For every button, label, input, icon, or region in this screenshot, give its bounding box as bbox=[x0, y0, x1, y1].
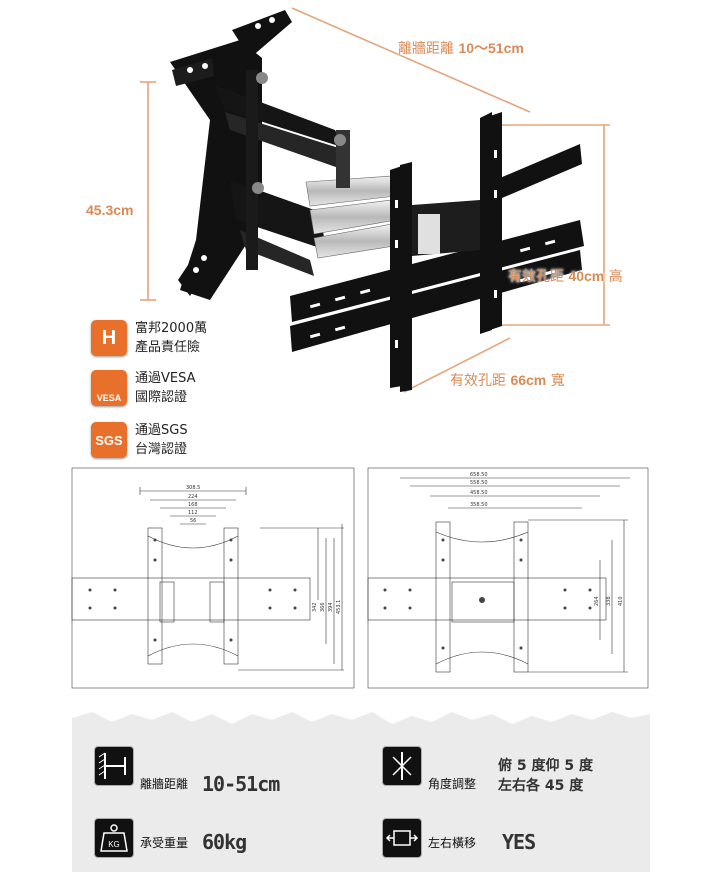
left-drawing bbox=[71, 487, 344, 671]
vesa-logo-icon: VESA bbox=[91, 370, 127, 406]
badge-insurance-line2: 產品責任險 bbox=[135, 340, 201, 355]
angle-adjust-icon bbox=[382, 746, 422, 786]
weight-kg-icon: KG bbox=[94, 818, 134, 858]
vesa-height-suffix: 高 bbox=[608, 269, 623, 285]
left-dim-top-1: 224 bbox=[188, 494, 198, 500]
angle-spec-line1: 俯 5 度仰 5 度 bbox=[498, 758, 593, 774]
weight-icon-text: KG bbox=[108, 840, 120, 849]
depth-dimension-label: 離牆距離 10～51cm bbox=[398, 38, 524, 58]
wall-plate-holes bbox=[187, 17, 275, 273]
sgs-logo-icon: SGS bbox=[91, 422, 127, 458]
dimension-lines bbox=[140, 7, 610, 393]
right-dim-top-2: 458.50 bbox=[470, 490, 488, 496]
right-dim-side-2: 410 bbox=[618, 596, 624, 606]
left-dim-top-2: 168 bbox=[188, 502, 198, 508]
vesa-height-value: 40cm bbox=[568, 268, 605, 284]
height-dimension-label: 45.3cm bbox=[86, 202, 133, 219]
badge-sgs: SGS 通過SGS 台灣認證 bbox=[91, 420, 291, 460]
load-spec-value: 60kg bbox=[202, 830, 247, 854]
badge-vesa: VESA 通過VESA 國際認證 bbox=[91, 368, 291, 408]
left-dim-side-3: 453.1 bbox=[336, 600, 342, 614]
vesa-width-value: 66cm bbox=[510, 372, 547, 388]
depth-dimension-value: 10～51cm bbox=[458, 40, 524, 56]
left-drawing-holes bbox=[88, 538, 297, 642]
left-dim-top-4: 56 bbox=[190, 518, 196, 524]
right-dim-side-1: 338 bbox=[606, 596, 612, 606]
badge-insurance: H 富邦2000萬 產品責任險 bbox=[91, 318, 291, 358]
left-dim-side-1: 366 bbox=[320, 602, 326, 612]
right-dim-top-1: 558.50 bbox=[470, 480, 488, 486]
shift-spec-value: YES bbox=[502, 830, 536, 854]
depth-dimension-name: 離牆距離 bbox=[398, 41, 454, 57]
vesa-height-label: 有效孔距 40cm 高 bbox=[508, 266, 623, 286]
left-dim-side-2: 394 bbox=[328, 602, 334, 612]
badge-sgs-line2: 台灣認證 bbox=[135, 442, 188, 457]
shift-spec-label: 左右橫移 bbox=[428, 836, 477, 850]
load-spec-label: 承受重量 bbox=[140, 836, 189, 850]
vesa-height-name: 有效孔距 bbox=[508, 269, 564, 285]
right-dim-top-0: 658.50 bbox=[470, 472, 488, 478]
right-dim-top-3: 358.50 bbox=[470, 502, 488, 508]
spec-panel: 離牆距離 10-51cm 角度調整 俯 5 度仰 5 度 左右各 45 度 KG… bbox=[72, 700, 650, 872]
tv-bracket bbox=[290, 112, 584, 392]
depth-spec-label: 離牆距離 bbox=[140, 777, 189, 791]
badge-vesa-line2: 國際認證 bbox=[135, 390, 188, 405]
articulating-arms bbox=[215, 70, 397, 276]
left-dim-side-0: 342 bbox=[312, 602, 318, 612]
badge-vesa-line1: 通過VESA bbox=[135, 371, 196, 386]
angle-spec-label: 角度調整 bbox=[428, 777, 477, 791]
left-dim-top-3: 112 bbox=[188, 510, 198, 516]
angle-spec-line2: 左右各 45 度 bbox=[498, 778, 584, 794]
left-dim-top-0: 308.5 bbox=[186, 485, 200, 491]
bracket-slots bbox=[309, 150, 556, 348]
lateral-shift-icon bbox=[382, 818, 422, 858]
right-drawing bbox=[367, 477, 630, 673]
vesa-width-label: 有效孔距 66cm 寬 bbox=[450, 370, 565, 390]
vesa-width-name: 有效孔距 bbox=[450, 373, 506, 389]
product-illustration bbox=[140, 7, 610, 393]
technical-drawings: 308.5 224 168 112 56 342 366 394 453.1 6… bbox=[71, 467, 649, 689]
vesa-width-suffix: 寬 bbox=[550, 373, 565, 389]
badge-sgs-line1: 通過SGS bbox=[135, 423, 188, 438]
depth-spec-value: 10-51cm bbox=[202, 772, 280, 796]
torn-paper-edge bbox=[72, 700, 650, 724]
wall-depth-icon bbox=[94, 746, 134, 786]
badge-insurance-line1: 富邦2000萬 bbox=[135, 321, 208, 336]
height-dimension-value: 45.3cm bbox=[86, 202, 134, 218]
insurance-logo-icon: H bbox=[91, 320, 127, 356]
right-dim-side-0: 264 bbox=[594, 596, 600, 606]
right-drawing-holes bbox=[383, 538, 592, 650]
